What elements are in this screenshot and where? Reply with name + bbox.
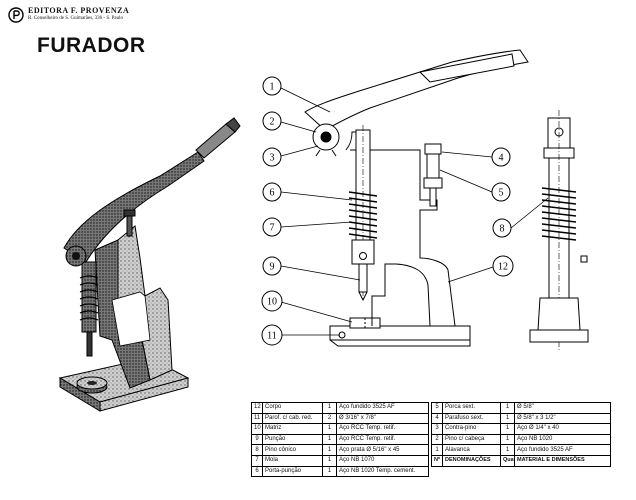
side-view [304,49,529,347]
callout-8: 8 [492,197,549,238]
svg-text:11: 11 [267,331,277,342]
callout-7: 7 [262,217,353,237]
svg-text:9: 9 [270,262,275,273]
svg-text:10: 10 [267,297,277,308]
callout-9: 9 [262,256,361,281]
callouts: 1 2 3 4 5 6 7 8 9 10 11 12 [261,76,549,346]
table-header-row: NºDENOMINAÇÕESQuant.MATERIAL E DIMENSÕES [431,454,611,467]
publisher-name: EDITORA F. PROVENZA [28,6,130,15]
svg-text:12: 12 [498,262,508,273]
svg-text:4: 4 [499,153,504,164]
callout-3: 3 [262,145,319,167]
callout-2: 2 [262,111,317,133]
svg-text:2: 2 [270,117,275,128]
publisher-address: R. Conselheiro de S. Guimarães, 336 - S.… [28,16,123,21]
svg-text:1: 1 [270,82,275,93]
callout-4: 4 [441,147,511,167]
svg-text:7: 7 [270,223,275,234]
callout-12: 12 [447,255,514,283]
perspective-illustration [58,117,241,412]
publisher-logo-icon [8,7,24,23]
page-title: FURADOR [37,34,146,57]
callout-1: 1 [262,76,331,113]
front-view [529,110,589,350]
callout-11: 11 [261,324,340,346]
callout-10: 10 [261,290,353,323]
svg-text:5: 5 [499,188,504,199]
svg-text:3: 3 [270,153,275,164]
callout-5: 5 [439,169,511,202]
callout-6: 6 [262,182,353,202]
svg-text:8: 8 [500,224,505,235]
svg-text:6: 6 [270,188,275,199]
